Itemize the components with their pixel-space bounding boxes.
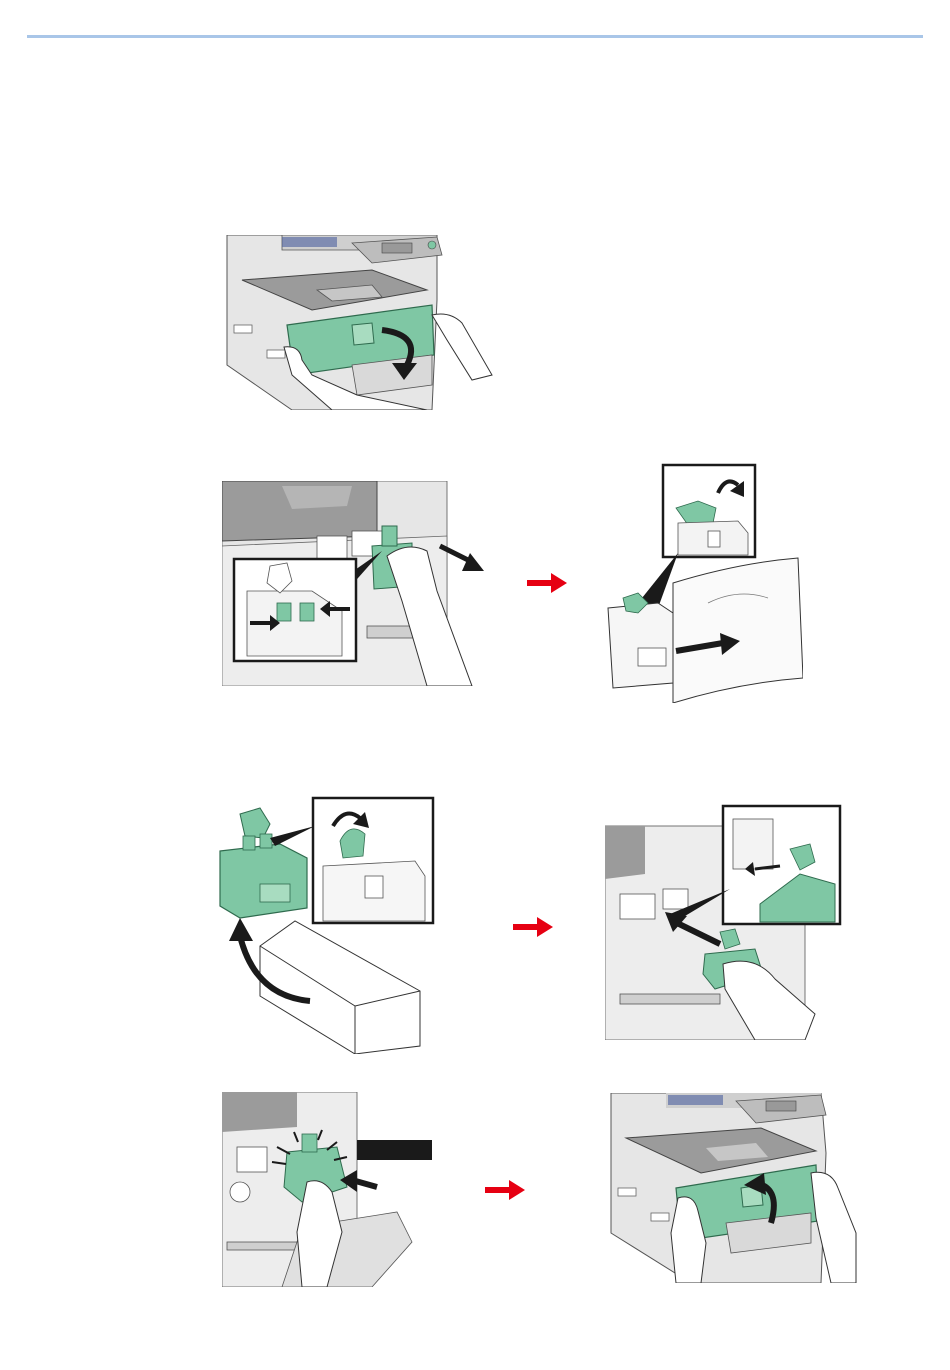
- step-close-front-cover: [606, 1093, 858, 1283]
- bag-toner-illustration: [598, 463, 803, 703]
- next-step-arrow: [527, 572, 567, 599]
- header-rule: [27, 35, 923, 38]
- next-step-arrow: [513, 916, 553, 943]
- insert-toner-illustration: [605, 804, 842, 1040]
- step-remove-old-toner: [222, 481, 492, 686]
- step-open-front-cover: [222, 235, 497, 410]
- step-unpack-new-toner: [215, 796, 440, 1054]
- step-insert-new-toner: [605, 804, 842, 1040]
- next-step-arrow: [485, 1179, 525, 1206]
- remove-toner-illustration: [222, 481, 492, 686]
- unpack-toner-illustration: [215, 796, 440, 1054]
- open-cover-illustration: [222, 235, 497, 410]
- step-bag-old-toner: [598, 463, 803, 703]
- step-push-toner-in: [222, 1092, 434, 1287]
- close-cover-illustration: [606, 1093, 858, 1283]
- push-toner-illustration: [222, 1092, 434, 1287]
